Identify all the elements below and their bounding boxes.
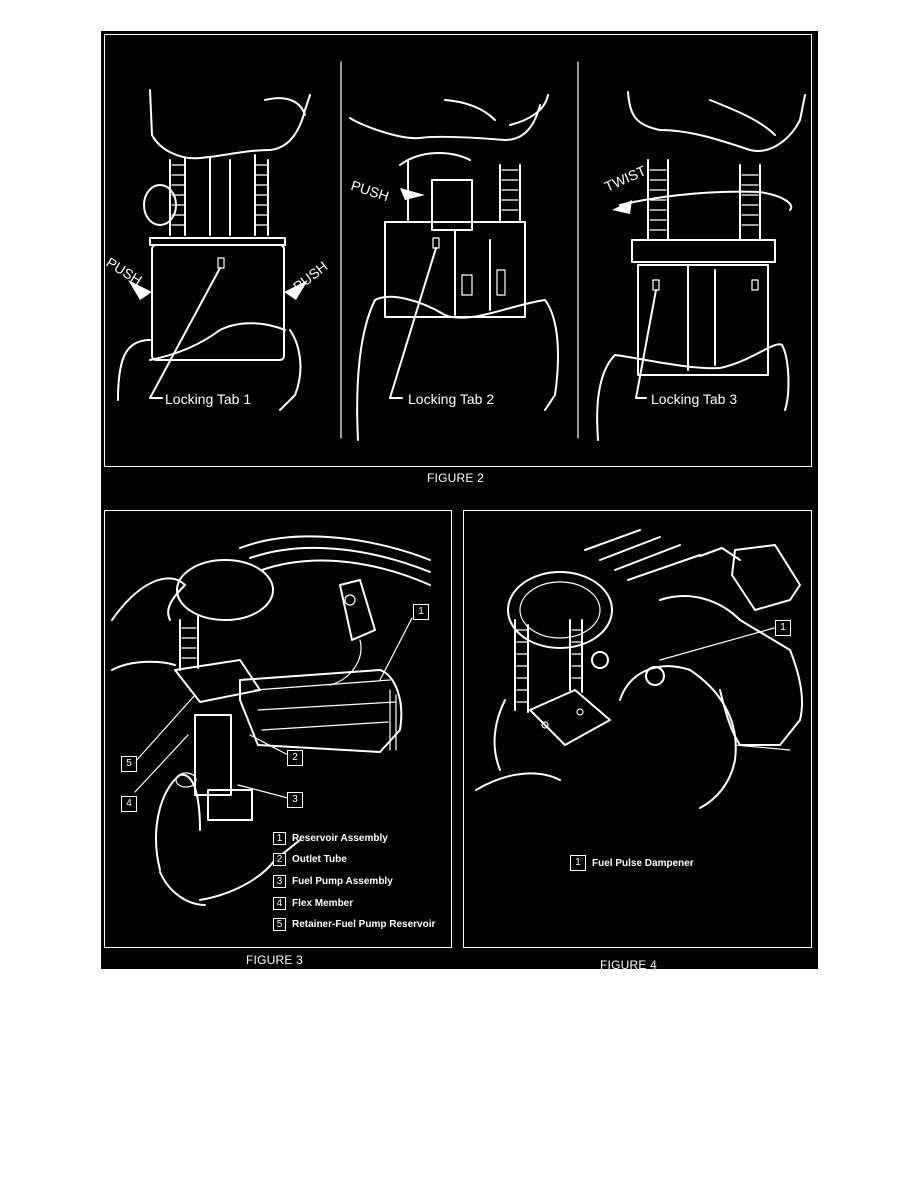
legend-label: Flex Member — [292, 898, 354, 909]
figure-3-frame — [104, 510, 452, 948]
figure-3-legend-row-4: 4 Flex Member — [273, 897, 353, 910]
locking-tab-2-label: Locking Tab 2 — [408, 391, 495, 407]
legend-number: 4 — [273, 897, 286, 910]
figure-4-caption: FIGURE 4 — [600, 958, 657, 972]
figure-3-callout-3: 3 — [287, 792, 303, 808]
figure-4-legend-row-1: 1 Fuel Pulse Dampener — [570, 855, 694, 871]
figure-3-callout-2: 2 — [287, 750, 303, 766]
figure-3-legend-row-5: 5 Retainer-Fuel Pump Reservoir — [273, 918, 435, 931]
legend-number: 1 — [570, 855, 586, 871]
legend-label: Retainer-Fuel Pump Reservoir — [292, 919, 436, 930]
legend-number: 1 — [273, 832, 286, 845]
legend-label: Outlet Tube — [292, 854, 347, 865]
locking-tab-1-label: Locking Tab 1 — [165, 391, 252, 407]
figure-3-callout-4: 4 — [121, 796, 137, 812]
figure-3-callout-1: 1 — [413, 604, 429, 620]
legend-label: Fuel Pulse Dampener — [592, 857, 694, 869]
figure-3-legend-row-1: 1 Reservoir Assembly — [273, 832, 388, 845]
figure-sheet — [101, 31, 818, 969]
figure-3-legend-row-3: 3 Fuel Pump Assembly — [273, 875, 393, 888]
legend-label: Reservoir Assembly — [292, 833, 388, 844]
figure-2-caption: FIGURE 2 — [427, 471, 484, 485]
figure-4-callout-1: 1 — [775, 620, 791, 636]
legend-label: Fuel Pump Assembly — [292, 876, 393, 887]
legend-number: 5 — [273, 918, 286, 931]
figure-4-frame — [463, 510, 812, 948]
figure-3-legend-row-2: 2 Outlet Tube — [273, 853, 347, 866]
figure-3-caption: FIGURE 3 — [246, 953, 303, 967]
legend-number: 2 — [273, 853, 286, 866]
figure-3-callout-5: 5 — [121, 756, 137, 772]
locking-tab-3-label: Locking Tab 3 — [651, 391, 738, 407]
figure-2-frame — [104, 34, 812, 467]
legend-number: 3 — [273, 875, 286, 888]
